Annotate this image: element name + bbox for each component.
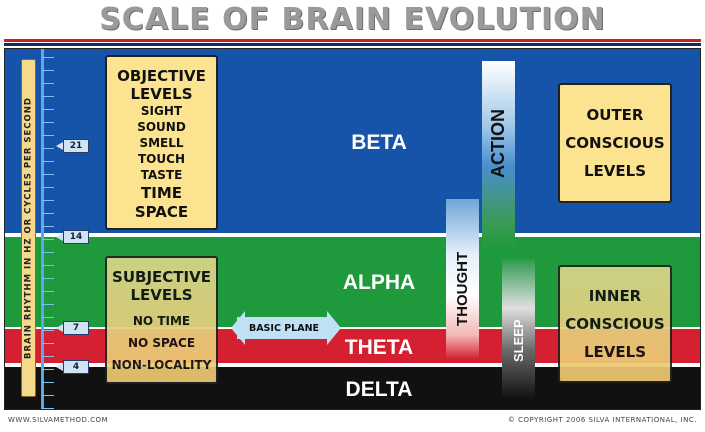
frequency-ruler xyxy=(41,49,44,409)
ruler-tick xyxy=(42,278,54,279)
brain-scale-diagram: BETA ALPHA THETA DELTA BRAIN RHYTHM IN H… xyxy=(4,48,701,410)
subjective-heading-2: LEVELS xyxy=(130,286,193,304)
objective-heading-2: LEVELS xyxy=(130,85,193,103)
thought-column xyxy=(446,199,479,359)
ruler-tick xyxy=(42,83,54,84)
ruler-tick xyxy=(42,356,54,357)
sleep-column xyxy=(502,259,535,399)
action-column xyxy=(482,61,515,251)
outer-line: OUTER xyxy=(586,106,644,124)
ruler-tick xyxy=(42,135,54,136)
marker-14: 14 xyxy=(56,230,89,244)
ruler-tick xyxy=(42,291,54,292)
sleep-label: SLEEP xyxy=(511,319,526,363)
label-delta: DELTA xyxy=(345,378,413,401)
title-rule-red xyxy=(4,39,701,42)
inner-line: INNER xyxy=(588,287,642,305)
outer-line: CONSCIOUS xyxy=(565,134,665,152)
marker-4: 4 xyxy=(56,360,89,374)
ruler-tick xyxy=(42,369,54,370)
objective-item: TASTE xyxy=(140,168,183,182)
subjective-levels-box: SUBJECTIVE LEVELS NO TIME NO SPACE NON-L… xyxy=(105,256,218,384)
title-rule-navy xyxy=(4,43,701,46)
subjective-item: NO SPACE xyxy=(127,336,196,350)
thought-label: THOUGHT xyxy=(454,251,471,327)
objective-item: SMELL xyxy=(139,136,184,150)
y-axis-label-bar xyxy=(21,59,36,397)
subjective-heading-1: SUBJECTIVE xyxy=(112,268,211,286)
outer-line: LEVELS xyxy=(583,162,647,180)
ruler-tick xyxy=(42,109,54,110)
objective-levels-box: OBJECTIVE LEVELS SIGHT SOUND SMELL TOUCH… xyxy=(105,55,218,230)
ruler-tick xyxy=(42,96,54,97)
ruler-tick xyxy=(42,343,54,344)
diagram-title: SCALE OF BRAIN EVOLUTION xyxy=(99,2,606,37)
ruler-tick xyxy=(42,382,54,383)
ruler-tick xyxy=(42,148,54,149)
ruler-tick xyxy=(42,174,54,175)
footer-copyright: © COPYRIGHT 2006 SILVA INTERNATIONAL, IN… xyxy=(507,416,697,424)
marker-7: 7 xyxy=(56,321,89,335)
label-beta: BETA xyxy=(351,131,407,154)
ruler-tick xyxy=(42,226,54,227)
ruler-tick xyxy=(42,330,54,331)
inner-conscious-box: INNER CONSCIOUS LEVELS xyxy=(558,265,672,383)
basic-plane-label: BASIC PLANE xyxy=(237,317,331,339)
ruler-tick xyxy=(42,57,54,58)
ruler-tick xyxy=(42,239,54,240)
ruler-tick xyxy=(42,200,54,201)
footer-website: WWW.SILVAMETHOD.COM xyxy=(8,416,109,424)
ruler-tick xyxy=(42,317,54,318)
ruler-tick xyxy=(42,161,54,162)
ruler-tick xyxy=(42,70,54,71)
ruler-tick xyxy=(42,213,54,214)
ruler-tick xyxy=(42,408,54,409)
objective-item: SIGHT xyxy=(140,104,183,118)
ruler-tick xyxy=(42,187,54,188)
band-divider xyxy=(5,327,700,329)
inner-line: CONSCIOUS xyxy=(565,315,665,333)
label-theta: THETA xyxy=(344,336,414,359)
objective-item: TOUCH xyxy=(138,152,185,166)
objective-item-big: SPACE xyxy=(134,203,189,221)
y-axis-label: BRAIN RHYTHM IN HZ OR CYCLES PER SECOND xyxy=(23,97,34,359)
ruler-tick xyxy=(42,304,54,305)
marker-21: 21 xyxy=(56,139,89,153)
action-label: ACTION xyxy=(488,109,508,179)
objective-item: SOUND xyxy=(137,120,186,134)
band-divider xyxy=(5,233,700,237)
ruler-tick xyxy=(42,395,54,396)
objective-item-big: TIME xyxy=(141,184,182,202)
objective-heading-1: OBJECTIVE xyxy=(117,67,206,85)
subjective-item: NON-LOCALITY xyxy=(111,358,212,372)
outer-conscious-box: OUTER CONSCIOUS LEVELS xyxy=(558,83,672,203)
inner-line: LEVELS xyxy=(583,343,647,361)
ruler-tick xyxy=(42,122,54,123)
label-alpha: ALPHA xyxy=(342,271,416,294)
band-divider xyxy=(5,363,700,367)
subjective-item: NO TIME xyxy=(132,314,191,328)
ruler-tick xyxy=(42,265,54,266)
ruler-tick xyxy=(42,252,54,253)
